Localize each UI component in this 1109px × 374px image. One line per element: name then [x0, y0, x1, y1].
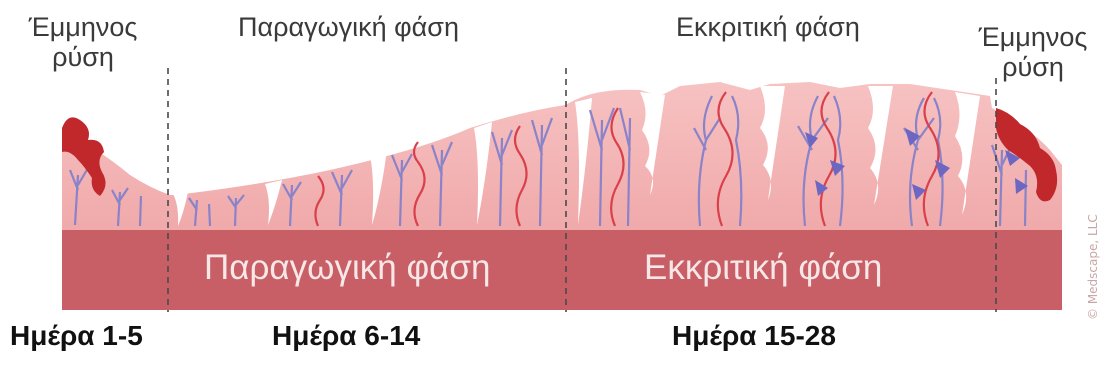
day-label-proliferative: Ημέρα 6-14 — [272, 320, 420, 352]
label-menses-right-line1: Έμμηνος — [968, 22, 1098, 52]
label-proliferative-top: Παραγωγική φάση — [238, 12, 459, 42]
label-menses-left-line2: ρύση — [8, 42, 158, 72]
label-secretory-top: Εκκριτική φάση — [676, 12, 860, 42]
day-label-secretory: Ημέρα 15-28 — [672, 320, 836, 352]
label-menses-right-line2: ρύση — [968, 52, 1098, 82]
label-menses-left-line1: Έμμηνος — [8, 12, 158, 42]
band-label-secretory: Εκκριτική φάση — [644, 248, 882, 288]
credit-watermark: © Medscape, LLC — [1086, 214, 1100, 320]
label-menses-right: Έμμηνος ρύση — [968, 22, 1098, 82]
endometrium-tissue — [62, 82, 1062, 232]
day-label-menses: Ημέρα 1-5 — [10, 320, 143, 352]
label-menses-left: Έμμηνος ρύση — [8, 12, 158, 72]
band-label-proliferative: Παραγωγική φάση — [204, 248, 490, 288]
